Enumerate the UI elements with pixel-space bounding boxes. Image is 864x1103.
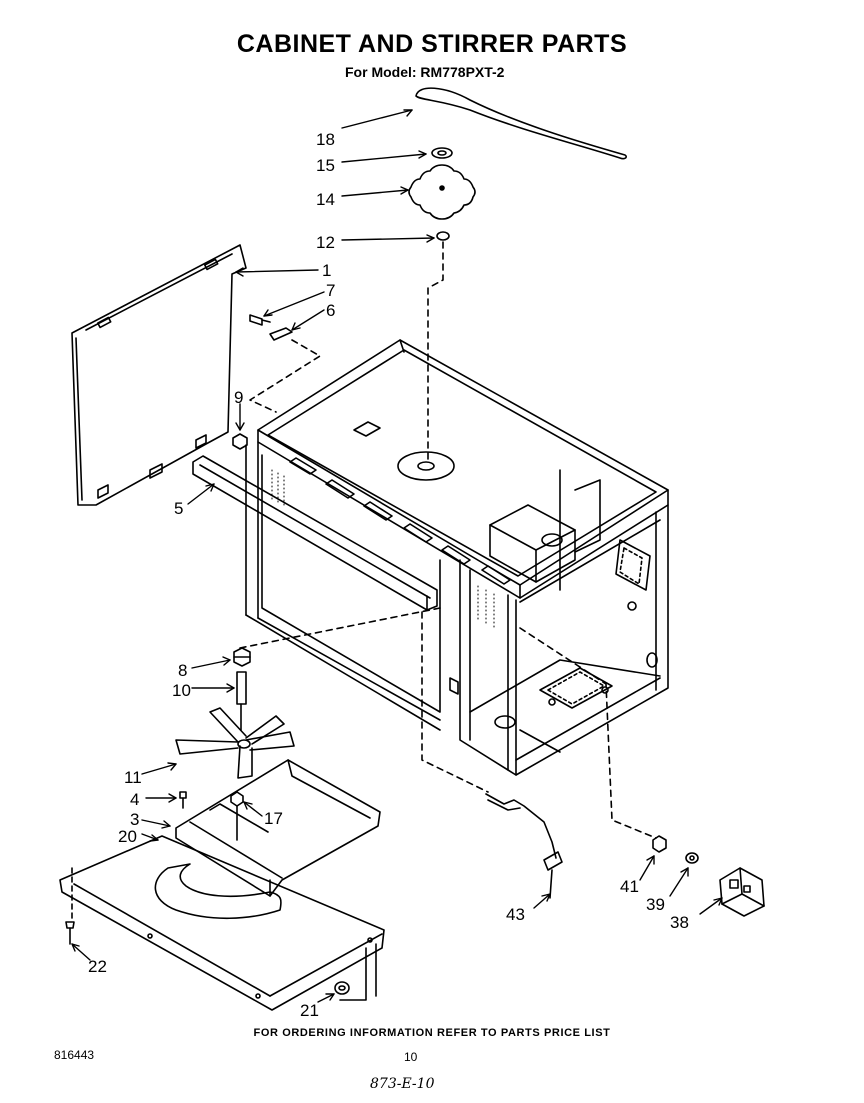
part-cabinet-frame xyxy=(245,339,669,776)
handwritten-code: 873-E-10 xyxy=(370,1076,435,1092)
callout-9: 9 xyxy=(234,388,243,407)
part-12-washer xyxy=(436,231,450,241)
part-7-screw xyxy=(249,314,271,326)
callout-11: 11 xyxy=(124,768,142,787)
part-14-stirrer-blade xyxy=(408,164,476,220)
part-41-nut xyxy=(652,835,667,853)
callout-41: 41 xyxy=(620,877,639,896)
callout-18: 18 xyxy=(316,130,335,149)
callout-14: 14 xyxy=(316,190,335,209)
callout-21: 21 xyxy=(300,1001,319,1020)
part-38-switch xyxy=(719,867,765,917)
part-1-cabinet-side-panel xyxy=(71,244,247,506)
page-title: CABINET AND STIRRER PARTS xyxy=(236,30,628,58)
part-20-bottom-plate xyxy=(59,835,385,1011)
document-number: 816443 xyxy=(54,1048,95,1062)
part-21-grommet xyxy=(334,981,350,995)
part-43-probe xyxy=(485,793,563,899)
callout-20: 20 xyxy=(118,827,137,846)
part-3-air-guide xyxy=(175,759,381,897)
model-subtitle: For Model: RM778PXT-2 xyxy=(345,64,505,80)
part-22-screw xyxy=(65,867,75,945)
callout-39: 39 xyxy=(646,895,665,914)
callout-38: 38 xyxy=(670,913,689,932)
stirrer-shaft-leader xyxy=(427,241,444,461)
part-5-trim-strip xyxy=(192,455,438,611)
page-number: 10 xyxy=(404,1050,418,1064)
callout-12: 12 xyxy=(316,233,335,252)
callout-17: 17 xyxy=(264,809,283,828)
ordering-info-note: FOR ORDERING INFORMATION REFER TO PARTS … xyxy=(253,1027,611,1039)
probe-leader xyxy=(421,611,489,793)
bracket-leader xyxy=(249,339,321,413)
callout-1: 1 xyxy=(322,261,331,280)
part-11-stirrer-fan xyxy=(175,707,295,779)
part-10-stirrer-shaft xyxy=(236,671,247,731)
part-39-washer xyxy=(685,852,699,864)
part-4-screw xyxy=(179,791,187,809)
callout-5: 5 xyxy=(174,499,183,518)
callout-15: 15 xyxy=(316,156,335,175)
callout-3: 3 xyxy=(130,810,139,829)
part-18-gasket xyxy=(415,87,627,160)
part-8-coupling xyxy=(233,647,251,667)
callout-22: 22 xyxy=(88,957,107,976)
callout-43: 43 xyxy=(506,905,525,924)
callout-6: 6 xyxy=(326,301,335,320)
callout-7: 7 xyxy=(326,281,335,300)
part-17-nut xyxy=(230,791,244,841)
part-6-latch-bracket xyxy=(269,327,293,341)
callout-4: 4 xyxy=(130,790,139,809)
motor-leader xyxy=(239,607,441,649)
callout-8: 8 xyxy=(178,661,187,680)
part-15-clip xyxy=(431,147,453,159)
part-9-nut xyxy=(232,433,248,450)
callout-10: 10 xyxy=(172,681,191,700)
callout-leaders xyxy=(71,109,723,1003)
switch-leader xyxy=(519,627,657,839)
